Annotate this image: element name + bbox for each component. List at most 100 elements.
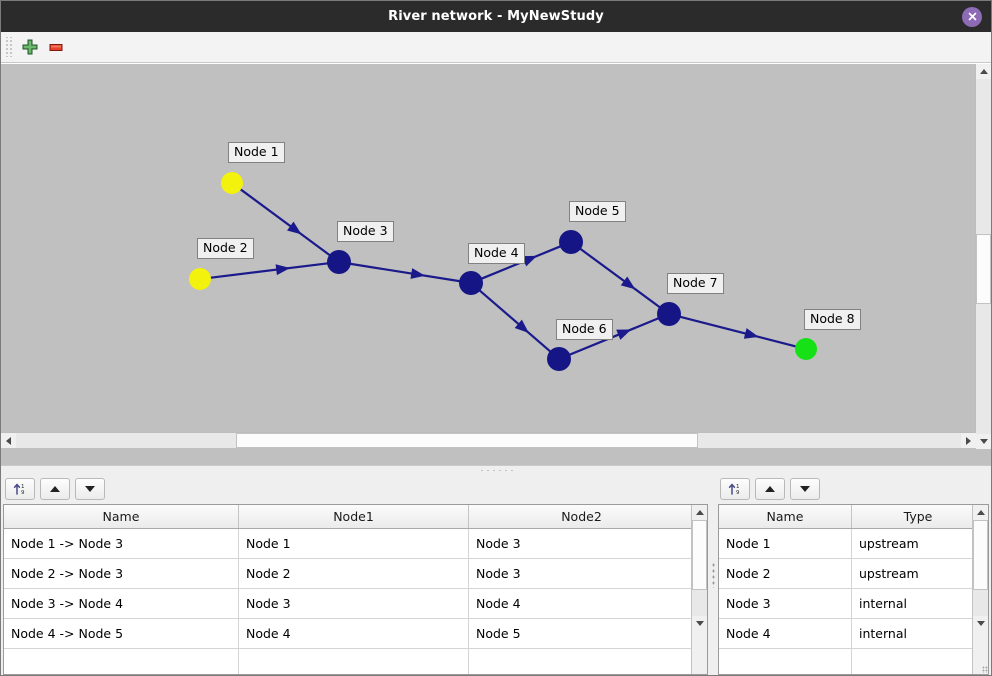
- table-cell[interactable]: internal: [859, 596, 907, 611]
- table-cell[interactable]: Node 4: [719, 619, 852, 648]
- table-cell[interactable]: upstream: [859, 566, 919, 581]
- graph-node[interactable]: [221, 172, 243, 194]
- canvas-horizontal-scrollbar[interactable]: [1, 432, 976, 448]
- table-cell[interactable]: internal: [859, 626, 907, 641]
- graph-node[interactable]: [795, 338, 817, 360]
- resize-grip-icon[interactable]: [982, 666, 989, 673]
- graph-nodes: [189, 172, 817, 371]
- graph-node[interactable]: [559, 230, 583, 254]
- canvas-scroll-down-button[interactable]: [976, 434, 991, 449]
- graph-node[interactable]: [189, 268, 211, 290]
- table-row[interactable]: Node 2 upstream: [719, 559, 972, 589]
- table-row[interactable]: Node 3 internal: [719, 589, 972, 619]
- graph-node-label[interactable]: Node 8: [804, 309, 861, 330]
- vertical-splitter[interactable]: [710, 474, 716, 675]
- table-cell[interactable]: [4, 649, 239, 674]
- close-icon[interactable]: [962, 6, 982, 27]
- nodes-table-scrollbar[interactable]: [972, 505, 988, 674]
- column-header[interactable]: Name: [4, 505, 239, 528]
- column-header[interactable]: Node1: [239, 505, 469, 528]
- graph-node-label[interactable]: Node 5: [569, 201, 626, 222]
- canvas-vertical-scrollbar[interactable]: [975, 64, 991, 449]
- table-cell[interactable]: Node 4: [239, 619, 469, 648]
- graph-node-label[interactable]: Node 6: [556, 319, 613, 340]
- column-header[interactable]: Type: [903, 509, 933, 524]
- network-graph[interactable]: [1, 64, 976, 449]
- branches-move-up-button[interactable]: [40, 478, 70, 500]
- table-cell[interactable]: Node 4 -> Node 5: [4, 619, 239, 648]
- table-cell[interactable]: Node 2 -> Node 3: [4, 559, 239, 588]
- table-cell[interactable]: Node 3: [476, 536, 521, 551]
- graph-node-label[interactable]: Node 2: [197, 238, 254, 259]
- branches-scroll-thumb[interactable]: [692, 520, 707, 590]
- svg-text:1: 1: [736, 484, 740, 490]
- table-cell[interactable]: Node 3 -> Node 4: [4, 589, 239, 618]
- splitter-grip-icon: [479, 468, 513, 472]
- table-cell[interactable]: [852, 649, 972, 674]
- nodes-table-header: Name Type: [719, 505, 972, 529]
- graph-node[interactable]: [327, 250, 351, 274]
- edge-arrow-icon: [521, 255, 538, 267]
- table-cell[interactable]: Node 1: [719, 529, 852, 558]
- table-cell[interactable]: [719, 649, 852, 674]
- graph-node[interactable]: [459, 271, 483, 295]
- graph-node-label[interactable]: Node 4: [468, 243, 525, 264]
- canvas-hscroll-thumb[interactable]: [236, 433, 698, 448]
- table-cell[interactable]: Node 3: [476, 566, 521, 581]
- table-cell[interactable]: Node 3: [719, 589, 852, 618]
- branches-scroll-down-button[interactable]: [692, 616, 707, 631]
- graph-node[interactable]: [657, 302, 681, 326]
- table-cell[interactable]: Node 2: [719, 559, 852, 588]
- table-row[interactable]: Node 4 internal: [719, 619, 972, 649]
- canvas-vscroll-thumb[interactable]: [976, 234, 991, 304]
- column-header[interactable]: Node2: [561, 509, 602, 524]
- nodes-scroll-down-button[interactable]: [973, 616, 988, 631]
- nodes-sort-button[interactable]: 1 9: [720, 478, 750, 500]
- column-header[interactable]: Name: [719, 505, 852, 528]
- table-cell[interactable]: [239, 649, 469, 674]
- table-row[interactable]: [719, 649, 972, 674]
- graph-node-label[interactable]: Node 1: [228, 142, 285, 163]
- table-row[interactable]: [4, 649, 691, 674]
- table-cell[interactable]: Node 2: [239, 559, 469, 588]
- table-cell[interactable]: Node 1: [239, 529, 469, 558]
- nodes-scroll-up-button[interactable]: [973, 505, 988, 520]
- arrow-down-icon: [800, 486, 810, 492]
- horizontal-splitter[interactable]: [1, 465, 991, 474]
- nodes-toolbar: 1 9: [716, 474, 991, 504]
- branches-move-down-button[interactable]: [75, 478, 105, 500]
- chevron-right-icon: [966, 436, 971, 445]
- canvas-scroll-up-button[interactable]: [976, 64, 991, 79]
- graph-node[interactable]: [547, 347, 571, 371]
- branches-scroll-up-button[interactable]: [692, 505, 707, 520]
- network-graph-viewport[interactable]: Node 1 Node 2 Node 3 Node 4 Node 5 Node 6 Node…: [1, 64, 976, 449]
- network-canvas-area: Node 1 Node 2 Node 3 Node 4 Node 5 Node 6 Node…: [1, 63, 991, 465]
- table-row[interactable]: Node 1 upstream: [719, 529, 972, 559]
- graph-node-label[interactable]: Node 3: [337, 221, 394, 242]
- graph-node-label[interactable]: Node 7: [667, 273, 724, 294]
- table-cell[interactable]: Node 3: [239, 589, 469, 618]
- table-cell[interactable]: Node 4: [476, 596, 521, 611]
- canvas-scroll-left-button[interactable]: [1, 433, 16, 448]
- nodes-move-down-button[interactable]: [790, 478, 820, 500]
- branches-sort-button[interactable]: 1 9: [5, 478, 35, 500]
- toolbar-drag-handle[interactable]: [4, 37, 12, 57]
- table-cell[interactable]: Node 1 -> Node 3: [4, 529, 239, 558]
- add-node-button[interactable]: [17, 35, 43, 59]
- remove-node-button[interactable]: [43, 35, 69, 59]
- canvas-scroll-right-button[interactable]: [961, 433, 976, 448]
- table-cell[interactable]: [469, 649, 691, 674]
- branches-table-scrollbar[interactable]: [691, 505, 707, 674]
- table-cell[interactable]: Node 5: [476, 626, 521, 641]
- nodes-move-up-button[interactable]: [755, 478, 785, 500]
- table-cell[interactable]: upstream: [859, 536, 919, 551]
- chevron-up-icon: [979, 69, 988, 74]
- nodes-scroll-thumb[interactable]: [973, 520, 988, 590]
